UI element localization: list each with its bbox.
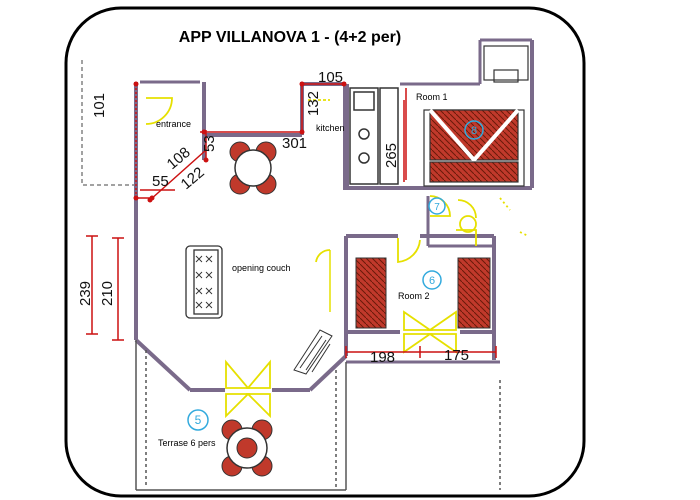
bottom-dimension-bar [345,346,497,358]
terrace-outline [135,340,501,491]
dimension-ticks [133,81,347,203]
svg-text:7: 7 [434,202,440,213]
dim-265: 265 [383,143,400,168]
dim-105: 105 [318,69,343,86]
dim-198: 198 [370,349,395,366]
walls [134,38,534,392]
dim-239: 239 [77,281,94,306]
plan-title: APP VILLANOVA 1 - (4+2 per) [179,29,401,46]
dim-210: 210 [99,281,116,306]
dimension-lines [135,83,407,201]
label-terrace: Terrase 6 pers [158,438,216,448]
fireplace [293,329,333,375]
marker-bath: 7 [428,197,446,215]
svg-text:8: 8 [471,125,477,137]
dim-122: 122 [178,164,208,193]
terrace-table [221,419,273,477]
label-room2: Room 2 [398,291,430,301]
room2-beds [355,257,491,329]
kitchen-counter [349,87,399,185]
doors [145,97,529,419]
dim-301: 301 [282,135,307,152]
label-kitchen: kitchen [316,123,345,133]
label-entrance: entrance [156,119,191,129]
dim-53: 53 [201,135,218,152]
svg-text:6: 6 [429,275,435,287]
dim-55: 55 [152,173,169,190]
marker-room1: 8 [464,120,484,140]
room1-furniture [423,45,529,187]
opening-couch [185,245,223,319]
svg-text:5: 5 [195,413,202,427]
marker-terrace: 5 [187,409,209,431]
left-dimension-bars [86,235,124,341]
dim-175: 175 [444,347,469,364]
dim-108: 108 [164,144,194,173]
dashed-outline-entrance [81,60,136,186]
dim-101: 101 [91,93,108,118]
dining-table-entrance [229,141,277,195]
frame-border [64,6,586,498]
label-room1: Room 1 [416,92,448,102]
label-opening-couch: opening couch [232,263,291,273]
dim-132: 132 [305,91,322,116]
marker-room2: 6 [422,270,442,290]
